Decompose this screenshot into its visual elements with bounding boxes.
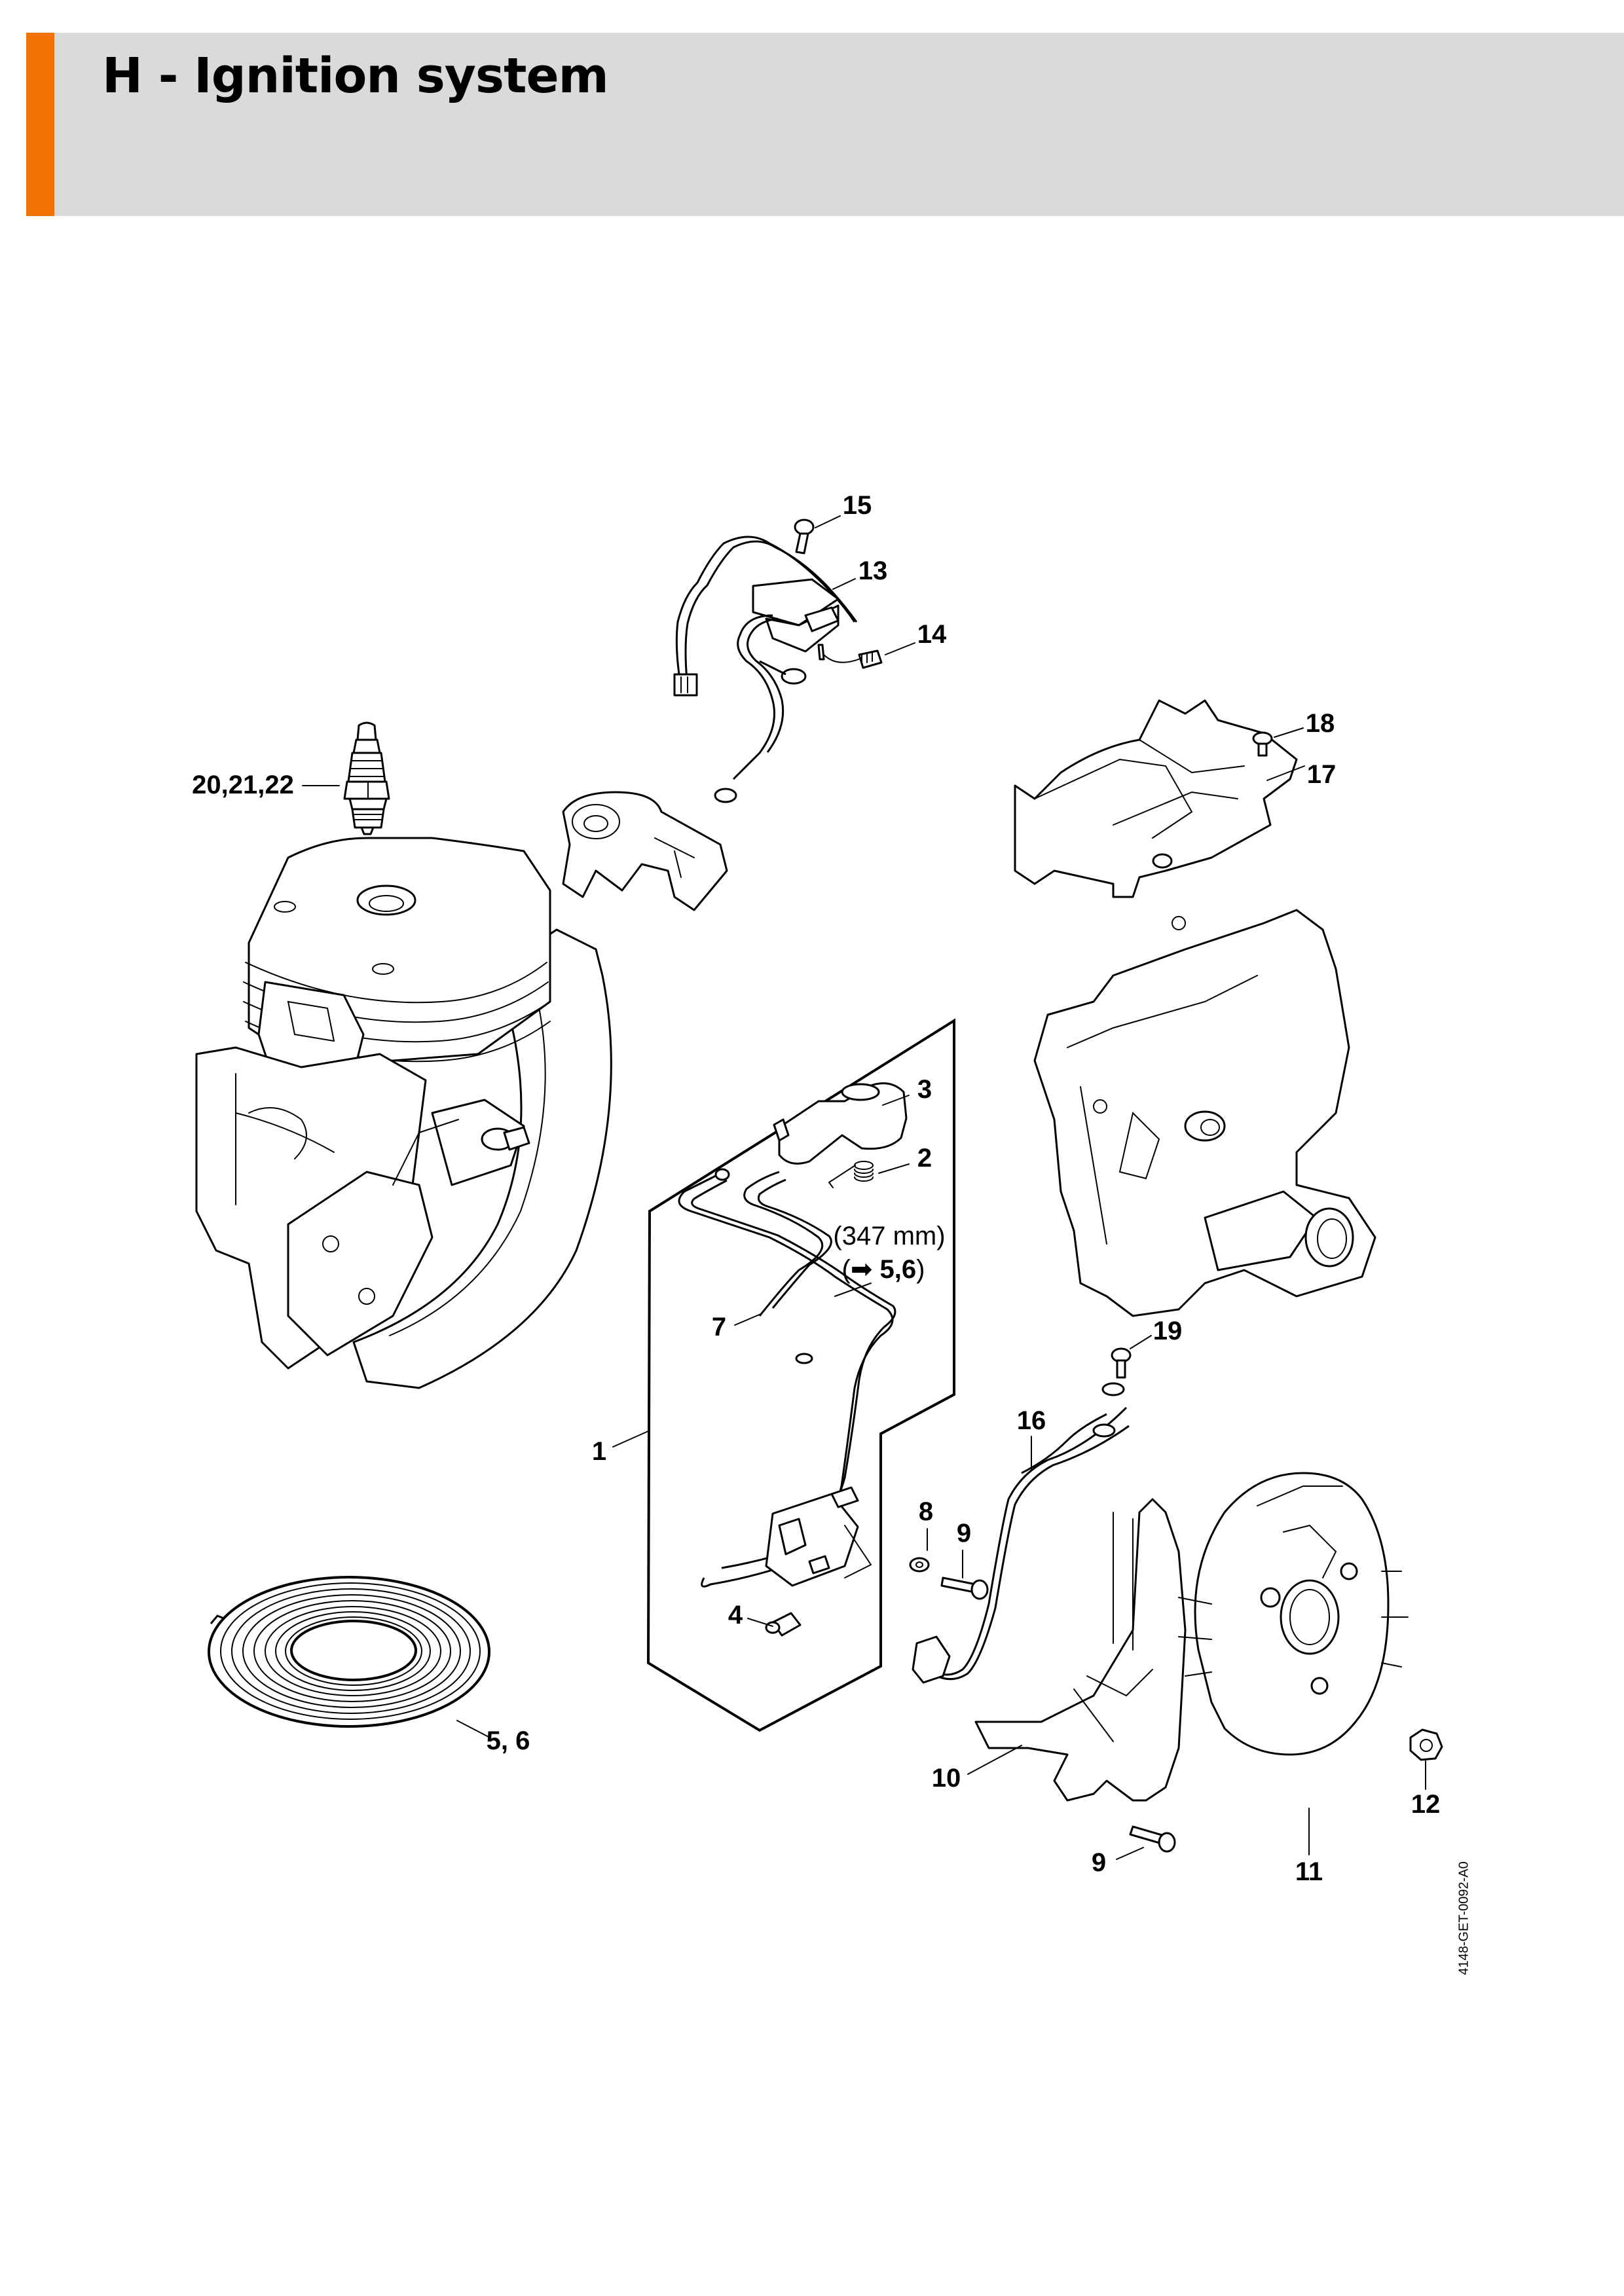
lead-length-note: (347 mm)	[833, 1222, 946, 1250]
spark-plug-boot-part[interactable]	[773, 1082, 908, 1165]
callout-16[interactable]: 16	[1016, 1406, 1046, 1435]
short-circuit-wire-part[interactable]	[912, 1382, 1130, 1684]
reference-close-paren: )	[916, 1255, 925, 1284]
callout-2[interactable]: 2	[917, 1144, 932, 1173]
ignition-coil-part	[765, 1486, 872, 1587]
callout-18[interactable]: 18	[1305, 709, 1335, 738]
washer-part[interactable]	[909, 1557, 930, 1573]
ignition-module-part-10[interactable]	[974, 1498, 1187, 1802]
arrow-right-icon: ➡	[850, 1254, 873, 1285]
cylinder-crankcase-assembly	[195, 837, 612, 1389]
callout-3[interactable]: 3	[917, 1075, 932, 1104]
screw-part-lower[interactable]	[1129, 1825, 1176, 1853]
shroud-part[interactable]	[1014, 699, 1298, 898]
reference-note: (➡ 5,6)	[842, 1256, 925, 1283]
nut-part[interactable]	[1409, 1728, 1443, 1761]
ignition-lead-assembly-frame	[646, 1018, 955, 1732]
callout-15[interactable]: 15	[842, 491, 872, 520]
ignition-bracket-part	[562, 791, 728, 911]
leg-spring-part[interactable]	[828, 1161, 874, 1188]
reference-open-paren: (	[841, 1255, 851, 1284]
rewind-spring-part[interactable]	[208, 1576, 490, 1728]
callout-13[interactable]: 13	[858, 556, 888, 585]
right-crankcase-part	[1033, 909, 1376, 1317]
screw-part-upper[interactable]	[940, 1576, 989, 1600]
callout-10[interactable]: 10	[931, 1764, 961, 1793]
callout-14[interactable]: 14	[917, 620, 947, 649]
callout-4[interactable]: 4	[728, 1601, 743, 1630]
flywheel-part[interactable]	[1178, 1472, 1409, 1756]
callout-12[interactable]: 12	[1411, 1790, 1441, 1819]
callout-19[interactable]: 19	[1153, 1317, 1183, 1345]
ignition-module-part[interactable]	[673, 519, 883, 803]
section-header: H - Ignition system	[26, 33, 1624, 216]
page-title: H - Ignition system	[102, 48, 609, 104]
callout-5-6[interactable]: 5, 6	[486, 1726, 530, 1755]
callout-20-21-22[interactable]: 20,21,22	[192, 771, 294, 799]
callout-17[interactable]: 17	[1306, 760, 1337, 789]
callout-1[interactable]: 1	[591, 1437, 607, 1466]
terminal-part[interactable]	[765, 1612, 802, 1637]
callout-7[interactable]: 7	[711, 1313, 727, 1341]
callout-9-upper[interactable]: 9	[956, 1519, 972, 1548]
leader-lines	[302, 515, 1426, 1860]
spark-plug-part[interactable]	[343, 721, 390, 835]
header-accent-bar	[26, 33, 54, 216]
drawing-code: 4148-GET-0092-A0	[1456, 1861, 1471, 1975]
callout-9-lower[interactable]: 9	[1091, 1848, 1107, 1877]
reference-value[interactable]: 5,6	[879, 1255, 917, 1284]
screw-part-19[interactable]	[1111, 1347, 1132, 1379]
callout-11[interactable]: 11	[1295, 1857, 1323, 1886]
callout-8[interactable]: 8	[918, 1497, 934, 1526]
